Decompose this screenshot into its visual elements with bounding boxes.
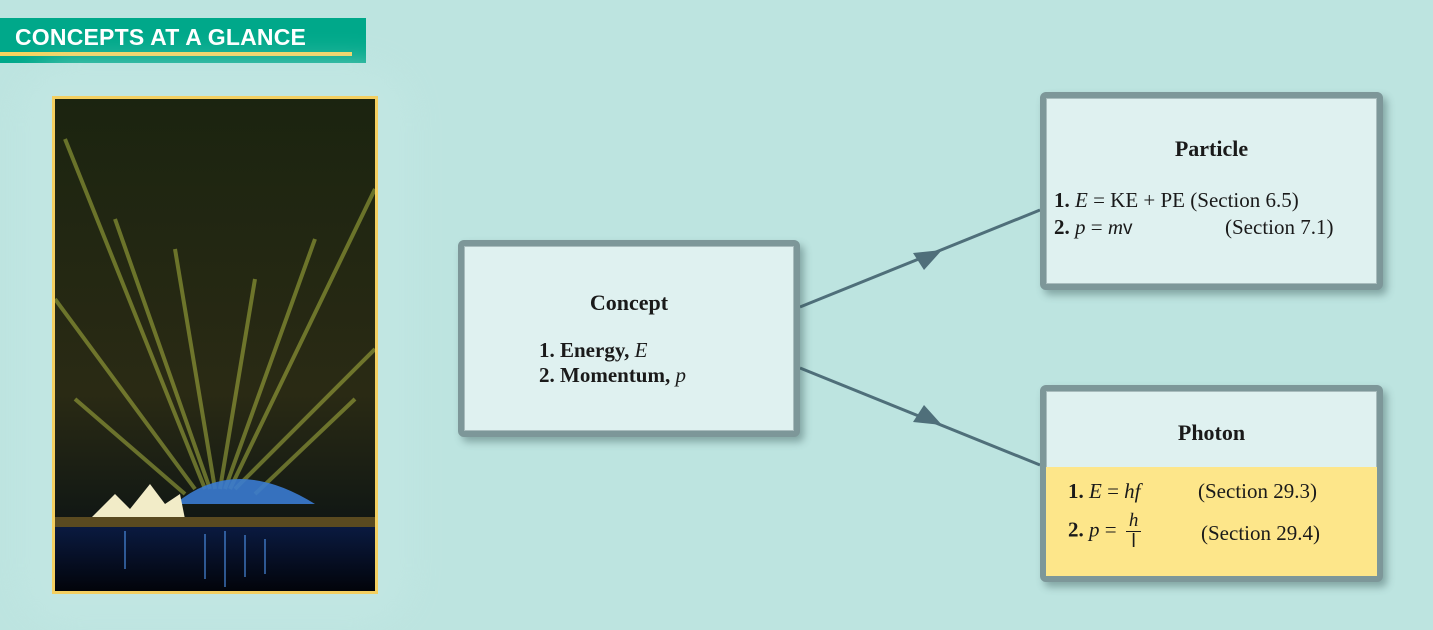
var: E (1089, 479, 1102, 503)
num: 1. (1054, 188, 1070, 212)
photon-momentum-ref: (Section 29.4) (1201, 521, 1320, 545)
eq: = KE + PE (1087, 188, 1186, 212)
particle-energy-eq: 1. E = KE + PE (Section 6.5) (1054, 188, 1299, 213)
concept-item-momentum: 2. Momentum, p (539, 363, 686, 388)
denominator: l (1131, 531, 1136, 552)
num: 2. (1068, 517, 1084, 542)
section-banner: CONCEPTS AT A GLANCE (0, 18, 366, 63)
light-beams (55, 138, 375, 496)
label: 2. Momentum, (539, 363, 676, 387)
var: p (1089, 517, 1100, 542)
particle-box: Particle 1. E = KE + PE (Section 6.5) 2.… (1040, 92, 1383, 290)
symbol: E (634, 338, 648, 362)
particle-momentum-ref: (Section 7.1) (1225, 215, 1334, 239)
particle-momentum-eq: 2. p = mv (1054, 215, 1133, 240)
photo-illustration (55, 99, 375, 591)
eq: = (1099, 517, 1122, 542)
label: 1. Energy, (539, 338, 635, 362)
photon-energy-eq: 1. E = hf (1068, 479, 1141, 504)
concept-item-energy: 1. Energy, E (539, 338, 648, 363)
numerator: h (1125, 511, 1142, 532)
num: 1. (1068, 479, 1084, 503)
num: 2. (1054, 215, 1070, 239)
particle-title: Particle (1174, 136, 1249, 161)
velocity: v (1123, 218, 1133, 239)
sydney-light-show-photo (52, 96, 378, 594)
symbol: p (675, 363, 686, 387)
arrowhead-photon (913, 405, 942, 425)
photon-title: Photon (1177, 420, 1246, 445)
concept-title: Concept (589, 290, 669, 315)
banner-title: CONCEPTS AT A GLANCE (15, 24, 307, 50)
concept-box: Concept 1. Energy, E 2. Momentum, p (458, 240, 800, 437)
photon-box: Photon 1. E = hf (Section 29.3) 2. p = h… (1040, 385, 1383, 582)
section-ref: (Section 6.5) (1190, 188, 1299, 212)
eq: = (1085, 215, 1108, 239)
rhs: hf (1124, 479, 1141, 503)
var: p (1075, 215, 1086, 239)
var: E (1075, 188, 1088, 212)
eq: = (1101, 479, 1125, 503)
arrowhead-particle (913, 250, 942, 270)
mass: m (1107, 215, 1124, 239)
photon-energy-ref: (Section 29.3) (1198, 479, 1317, 503)
banner-underline (0, 52, 352, 56)
